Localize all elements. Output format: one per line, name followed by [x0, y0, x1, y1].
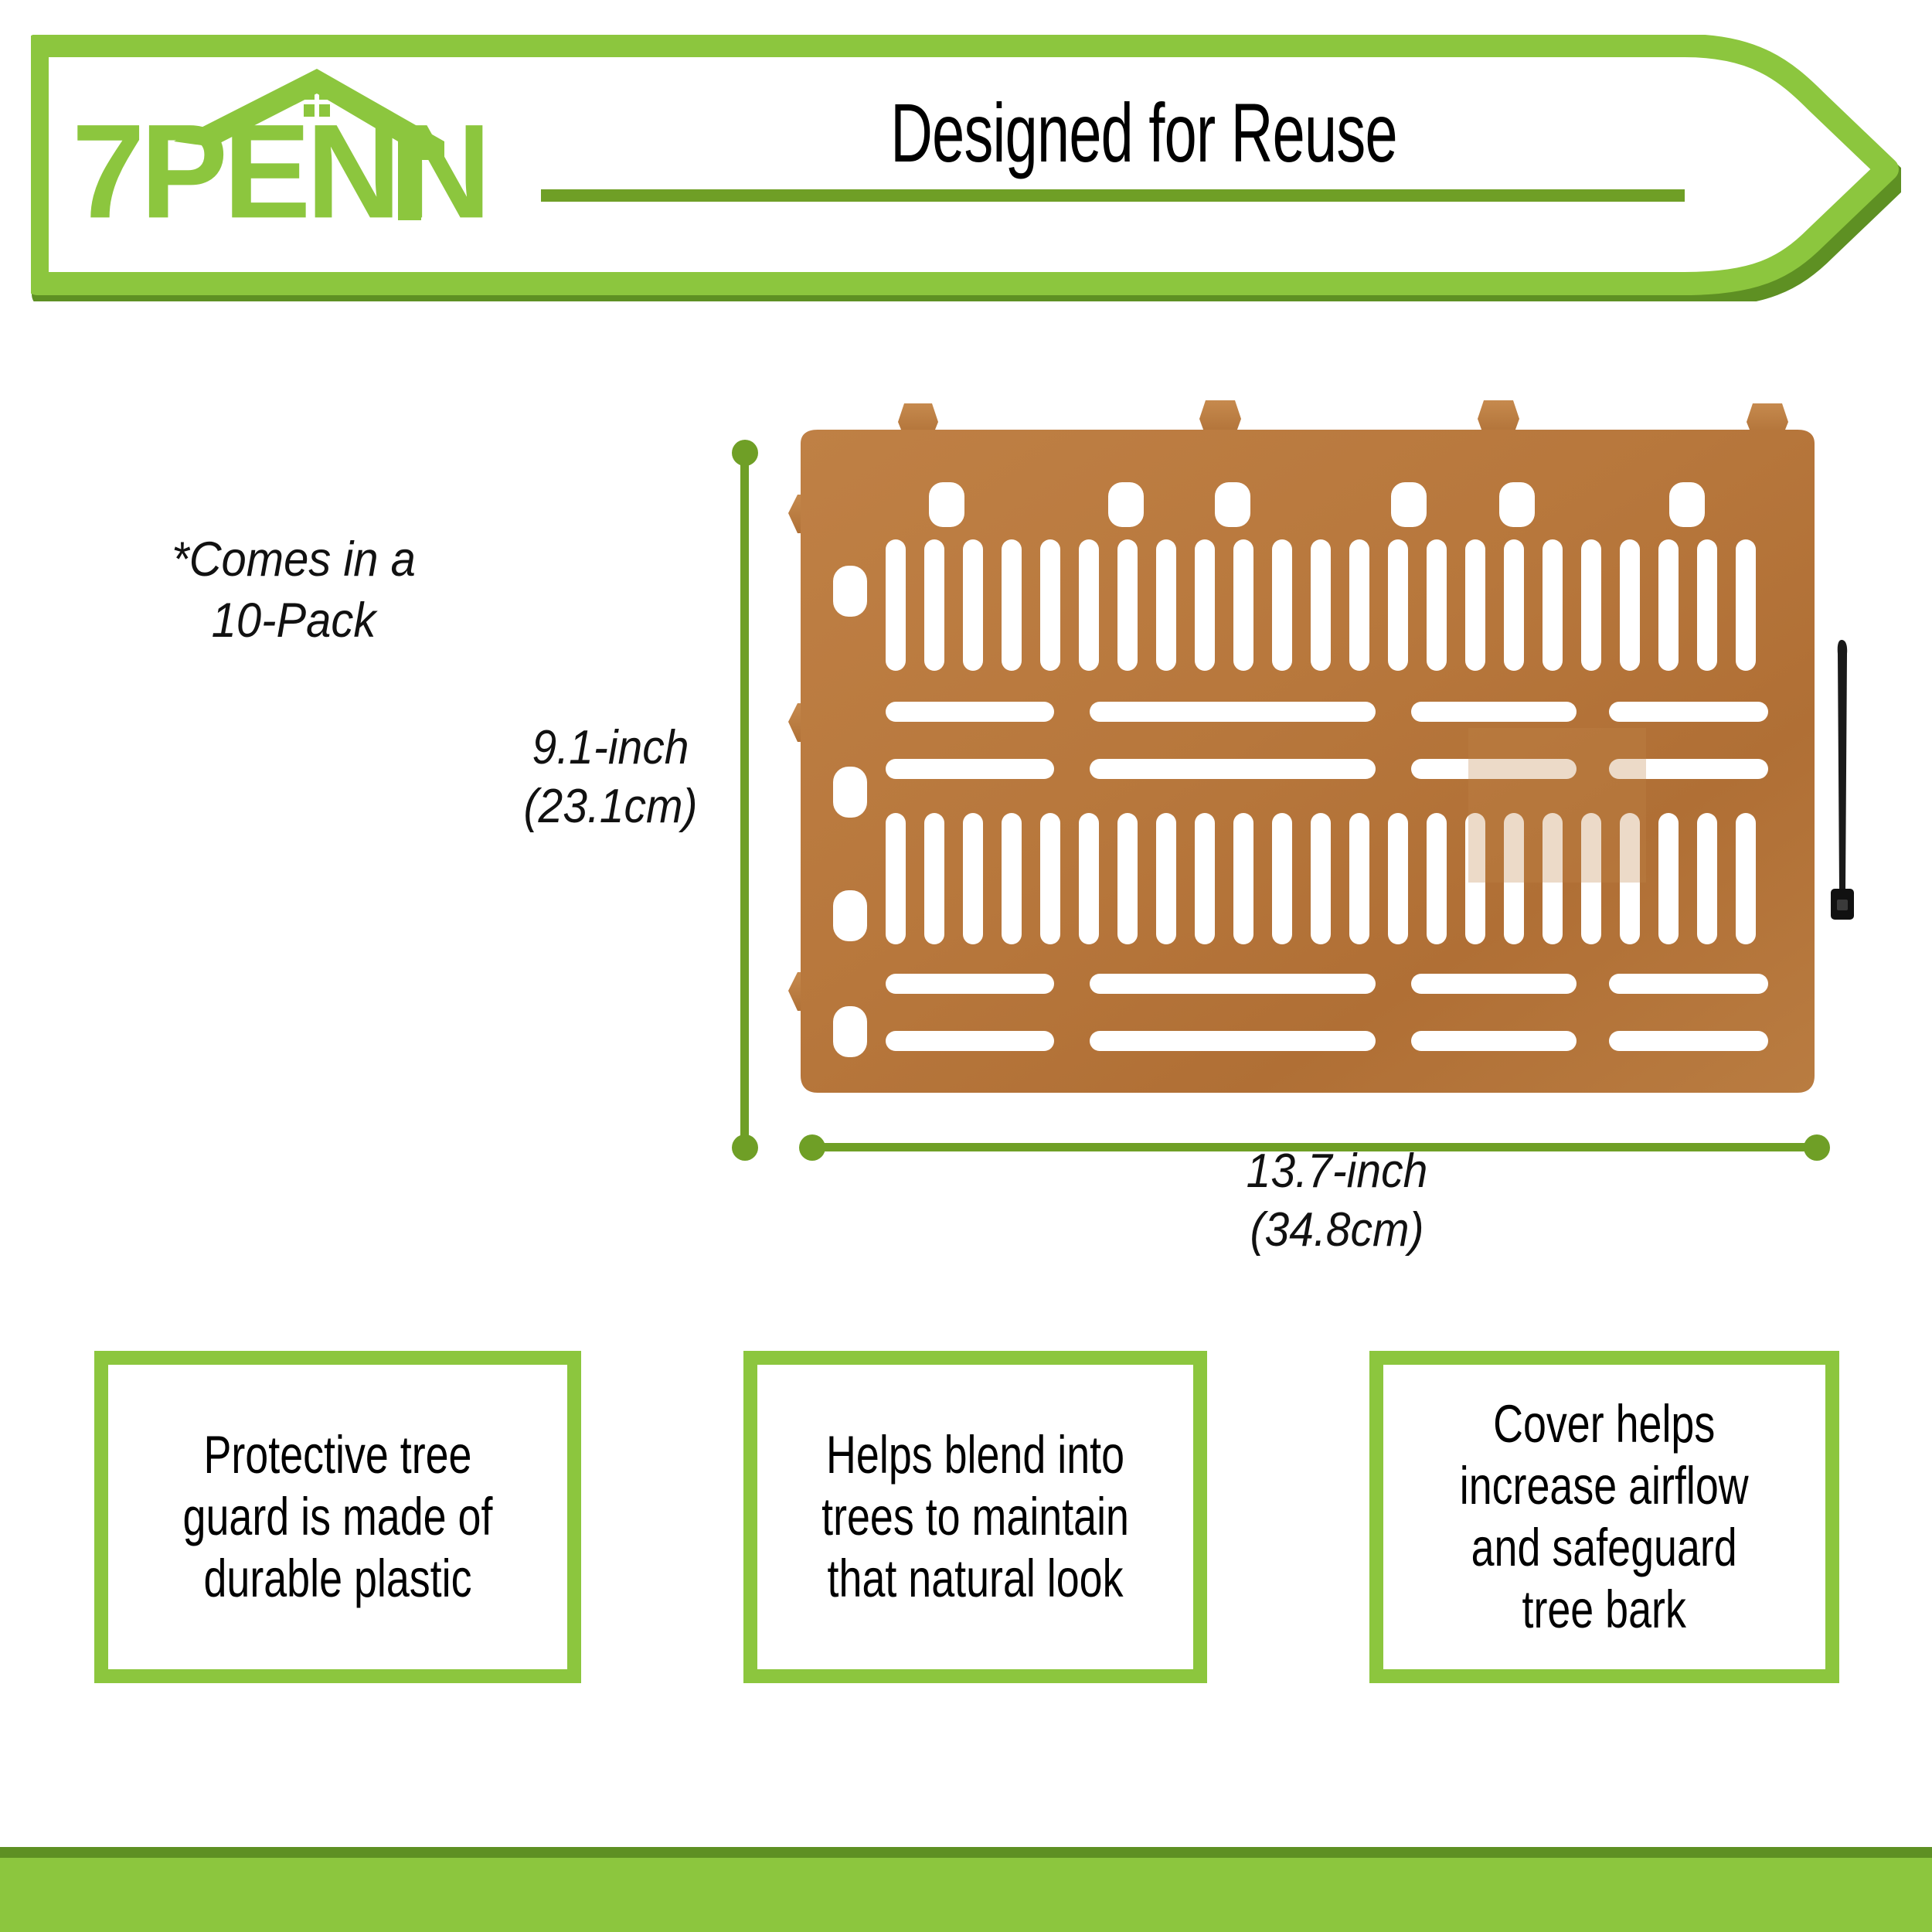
height-dimension-label-line-2: (23.1cm)	[523, 779, 698, 833]
header-banner	[31, 35, 1901, 301]
height-dimension-dot-bottom	[732, 1134, 758, 1161]
feature-box-airflow: Cover helps increase airflow and safegua…	[1369, 1351, 1839, 1683]
brand-logo: 7PENN	[58, 43, 491, 236]
banner-outline	[31, 35, 1899, 295]
feature-text: Helps blend into trees to maintain that …	[821, 1424, 1129, 1609]
feature-text: Protective tree guard is made of durable…	[182, 1424, 493, 1609]
product-image-tree-guard	[788, 396, 1824, 1114]
brand-logo-text: 7PENN	[72, 97, 487, 236]
height-dimension-dot-top	[732, 440, 758, 466]
pack-note: *Comes in a 10-Pack	[116, 529, 471, 651]
feature-box-natural-look: Helps blend into trees to maintain that …	[743, 1351, 1207, 1683]
height-dimension-label: 9.1-inch (23.1cm)	[490, 719, 732, 835]
feature-box-durable-plastic: Protective tree guard is made of durable…	[94, 1351, 581, 1683]
width-dimension-dot-right	[1804, 1134, 1830, 1161]
width-dimension-label: 13.7-inch (34.8cm)	[1124, 1142, 1550, 1259]
height-dimension-line	[740, 452, 749, 1148]
panel-top-tabs	[898, 400, 1788, 437]
zip-tie-accessory	[1820, 634, 1866, 943]
width-dimension-dot-left	[799, 1134, 825, 1161]
footer-bar	[0, 1847, 1932, 1932]
width-dimension-label-line-1: 13.7-inch	[1246, 1145, 1428, 1198]
width-dimension-line	[811, 1143, 1816, 1151]
page-title: Designed for Reuse	[890, 86, 1397, 179]
pack-note-line-2: 10-Pack	[211, 593, 376, 648]
width-dimension-label-line-2: (34.8cm)	[1250, 1202, 1424, 1257]
panel-body	[801, 430, 1815, 1093]
feature-text: Cover helps increase airflow and safegua…	[1460, 1393, 1749, 1640]
pack-note-line-1: *Comes in a	[172, 532, 416, 587]
house-roof-icon	[174, 69, 444, 220]
panel-highlight	[1468, 728, 1646, 883]
height-dimension-label-line-1: 9.1-inch	[532, 721, 689, 774]
